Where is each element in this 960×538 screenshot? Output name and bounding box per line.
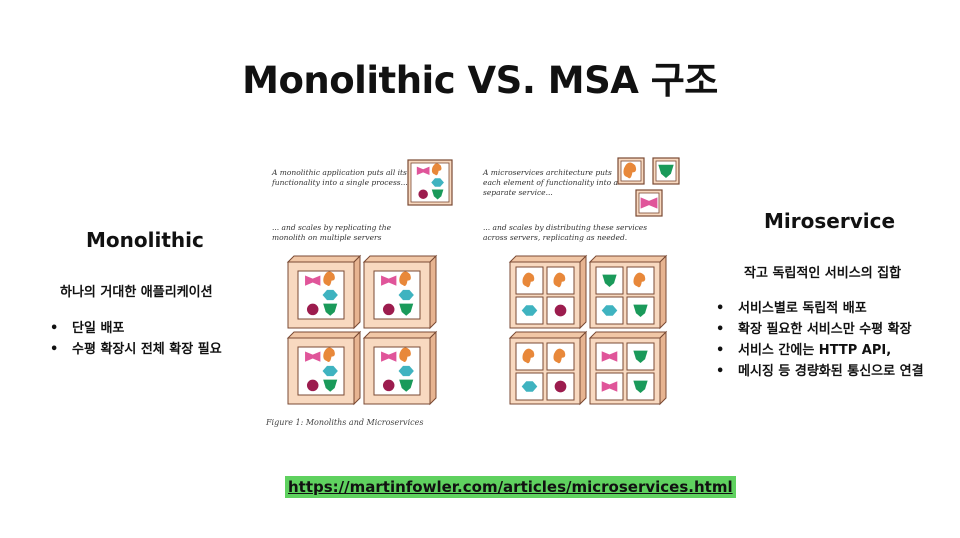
- maroon-circle-icon: [554, 380, 567, 393]
- list-item: 확장 필요한 서비스만 수평 확장: [716, 319, 924, 340]
- pink-bowtie-icon: [416, 166, 430, 176]
- orange-blob-icon: [399, 347, 411, 363]
- pink-bowtie-icon: [305, 351, 321, 362]
- caption-line: ... and scales by replicating the: [272, 223, 392, 232]
- maroon-circle-icon: [554, 304, 567, 317]
- teal-diamond-icon: [322, 289, 338, 301]
- server-top: [508, 331, 588, 339]
- green-shield-icon: [399, 303, 414, 316]
- server-top: [362, 255, 438, 263]
- server-side: [429, 254, 437, 330]
- micro-caption-2: ... and scales by distributing these ser…: [483, 223, 647, 243]
- teal-diamond-icon: [398, 365, 414, 377]
- pink-bowtie-icon: [601, 381, 618, 392]
- green-shield-icon: [633, 304, 648, 317]
- maroon-circle-icon: [382, 379, 395, 392]
- monolithic-bullet-list: 단일 배포 수평 확장시 전체 확장 필요: [50, 318, 222, 360]
- orange-blob-icon: [633, 272, 646, 288]
- microservice-subtitle: 작고 독립적인 서비스의 집합: [744, 266, 902, 281]
- caption-line: separate service...: [483, 188, 553, 197]
- pink-bowtie-icon: [640, 197, 658, 209]
- monolithic-subtitle: 하나의 거대한 애플리케이션: [60, 285, 213, 300]
- list-item: 서비스 간에는 HTTP API,: [716, 340, 924, 361]
- list-item: 수평 확장시 전체 확장 필요: [50, 339, 222, 360]
- list-item: 서비스별로 독립적 배포: [716, 298, 924, 319]
- server-top: [362, 331, 438, 339]
- mono-caption-2: ... and scales by replicating the monoli…: [272, 223, 391, 243]
- slide-title: Monolithic VS. MSA 구조: [242, 59, 718, 102]
- teal-diamond-icon: [521, 381, 538, 392]
- server-side: [659, 330, 667, 406]
- server-side: [579, 254, 587, 330]
- service-instance: [626, 342, 655, 371]
- orange-blob-icon: [553, 348, 566, 364]
- maroon-circle-icon: [418, 189, 428, 199]
- figure-caption: Figure 1: Monoliths and Microservices: [266, 418, 424, 427]
- orange-blob-icon: [623, 162, 637, 179]
- pink-bowtie-icon: [305, 275, 321, 286]
- green-shield-icon: [323, 379, 338, 392]
- micro-caption-1: A microservices architecture puts each e…: [483, 168, 618, 198]
- orange-blob-icon: [431, 163, 442, 176]
- caption-line: ... and scales by distributing these ser…: [483, 223, 648, 232]
- orange-blob-icon: [522, 272, 535, 288]
- green-shield-icon: [633, 350, 648, 363]
- teal-diamond-icon: [431, 178, 444, 187]
- list-item: 단일 배포: [50, 318, 222, 339]
- caption-line: A monolithic application puts all its: [272, 168, 407, 177]
- teal-diamond-icon: [398, 289, 414, 301]
- service-instance: [595, 266, 624, 295]
- pink-bowtie-icon: [381, 275, 397, 286]
- pink-bowtie-icon: [601, 351, 618, 362]
- green-shield-icon: [323, 303, 338, 316]
- server-top: [588, 331, 668, 339]
- caption-line: each element of functionality into a: [483, 178, 618, 187]
- service-instance: [515, 372, 544, 401]
- orange-blob-icon: [399, 271, 411, 287]
- caption-line: A microservices architecture puts: [483, 168, 612, 177]
- orange-blob-icon: [553, 272, 566, 288]
- server-side: [429, 330, 437, 406]
- mono-caption-1: A monolithic application puts all its fu…: [272, 168, 408, 188]
- teal-diamond-icon: [322, 365, 338, 377]
- caption-line: monolith on multiple servers: [272, 233, 382, 242]
- orange-blob-icon: [323, 271, 335, 287]
- pink-bowtie-icon: [381, 351, 397, 362]
- orange-blob-icon: [323, 347, 335, 363]
- server-top: [286, 255, 362, 263]
- green-shield-icon: [633, 380, 648, 393]
- server-side: [353, 254, 361, 330]
- service-instance: [515, 266, 544, 295]
- microservice-heading: Miroservice: [764, 209, 896, 233]
- green-shield-icon: [602, 274, 617, 287]
- caption-line: across servers, replicating as needed.: [483, 233, 628, 242]
- maroon-circle-icon: [382, 303, 395, 316]
- microservice-bullet-list: 서비스별로 독립적 배포 확장 필요한 서비스만 수평 확장 서비스 간에는 H…: [716, 298, 924, 382]
- caption-line: functionality into a single process...: [272, 178, 408, 187]
- server-top: [508, 255, 588, 263]
- green-shield-icon: [431, 189, 444, 200]
- teal-diamond-icon: [521, 305, 538, 316]
- server-side: [659, 254, 667, 330]
- green-shield-icon: [658, 164, 674, 178]
- server-top: [588, 255, 668, 263]
- teal-diamond-icon: [601, 305, 618, 316]
- server-side: [353, 330, 361, 406]
- monolithic-heading: Monolithic: [86, 228, 204, 252]
- list-item-continuation: 메시징 등 경량화된 통신으로 연결: [716, 361, 924, 382]
- green-shield-icon: [399, 379, 414, 392]
- server-top: [286, 331, 362, 339]
- server-side: [579, 330, 587, 406]
- source-link[interactable]: https://martinfowler.com/articles/micros…: [285, 476, 736, 498]
- orange-blob-icon: [522, 348, 535, 364]
- maroon-circle-icon: [306, 303, 319, 316]
- maroon-circle-icon: [306, 379, 319, 392]
